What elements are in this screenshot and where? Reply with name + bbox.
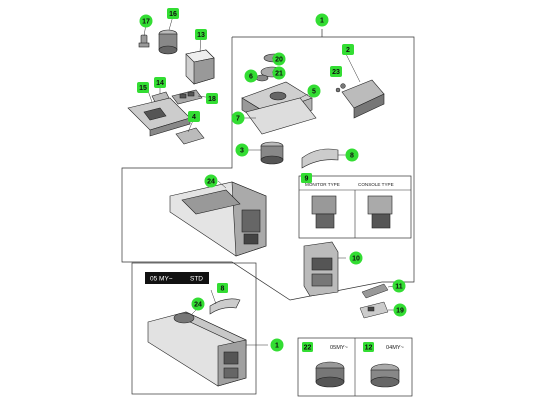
callout-5: 5 — [312, 89, 316, 96]
callout-15: 15 — [139, 85, 147, 92]
part-19-plate — [359, 301, 389, 319]
monitor-type-label: MONITOR TYPE — [305, 182, 340, 187]
callout-19: 19 — [396, 308, 404, 315]
std-console-assembly — [147, 311, 247, 387]
std-assembly-frame — [131, 262, 257, 395]
callout-23: 23 — [332, 69, 340, 76]
tray-console-type — [367, 195, 393, 229]
callout-8-std: 8 — [221, 286, 225, 293]
callout-1-std: 1 — [275, 343, 279, 350]
callout-3: 3 — [240, 148, 244, 155]
note-05my: 05MY~ — [330, 345, 349, 351]
callout-10: 10 — [352, 256, 360, 263]
callout-8-main: 8 — [350, 153, 354, 160]
callout-24-main: 24 — [207, 179, 215, 186]
callout-16: 16 — [169, 11, 177, 18]
callout-numbers: 1 2 3 4 5 6 7 8 9 10 11 12 13 14 15 16 1… — [139, 11, 404, 352]
std-armrest-pad — [209, 298, 241, 315]
callout-21: 21 — [275, 71, 283, 78]
cupholder-05my — [315, 361, 345, 388]
cupholder-04my — [370, 363, 400, 388]
main-assembly-boundary — [121, 29, 415, 301]
callout-13: 13 — [197, 32, 205, 39]
callout-2: 2 — [346, 47, 350, 54]
part-4-trim-piece — [175, 127, 205, 145]
part-18-switch-panel — [171, 89, 203, 105]
part-11-grille — [361, 283, 389, 299]
callout-4: 4 — [192, 114, 196, 121]
callout-22: 22 — [304, 345, 312, 352]
callout-6: 6 — [249, 74, 253, 81]
part-17-clip — [138, 34, 150, 48]
console-type-label: CONSOLE TYPE — [358, 182, 394, 187]
callout-12: 12 — [365, 345, 373, 352]
callout-18: 18 — [208, 96, 216, 103]
model-tag-year: 05 MY~ — [150, 276, 173, 283]
part-8-armrest-pad — [301, 148, 339, 169]
part-15-shifter-bezel — [127, 97, 191, 137]
part-13-storage-box — [185, 49, 215, 85]
callout-bubbles — [137, 8, 407, 352]
part-10-rear-panel — [303, 241, 339, 297]
callout-7: 7 — [236, 116, 240, 123]
callout-20: 20 — [275, 57, 283, 64]
tray-monitor-type — [311, 195, 337, 229]
callout-1-main: 1 — [320, 18, 324, 25]
callout-17: 17 — [142, 19, 150, 26]
model-tag-trim: STD — [190, 276, 203, 283]
part-24-console-body — [169, 181, 267, 257]
part-23-screw — [335, 83, 346, 93]
callout-24-std: 24 — [194, 302, 202, 309]
callout-11: 11 — [395, 284, 403, 291]
part-3-cupholder — [260, 141, 284, 165]
part-2-lid — [341, 79, 385, 119]
note-04my: 04MY~ — [386, 345, 405, 351]
part-5-7-console-upper — [241, 81, 317, 135]
callout-14: 14 — [156, 80, 164, 87]
callout-9: 9 — [305, 176, 309, 183]
leader-lines — [143, 15, 396, 346]
part-16-cup-insert — [158, 29, 178, 55]
std-model-tag: 05 MY~ STD — [145, 272, 209, 284]
